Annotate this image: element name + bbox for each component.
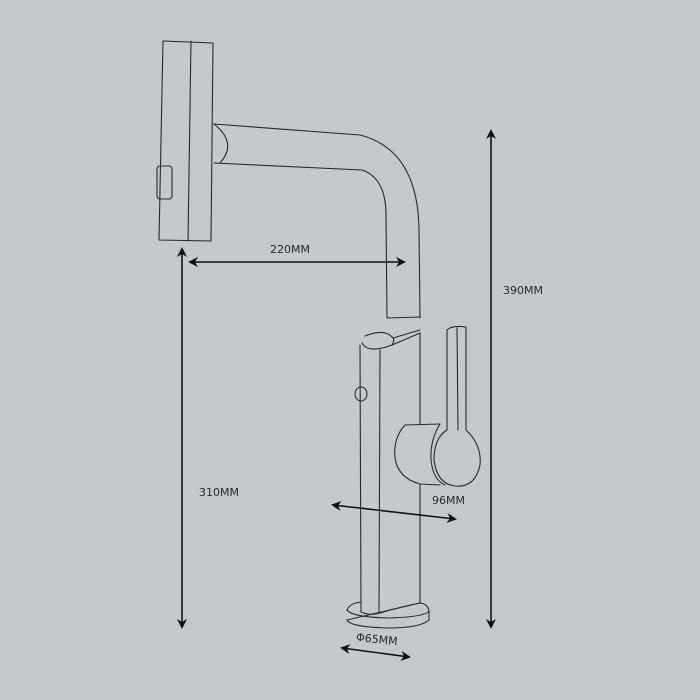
base-diameter-arrow — [340, 644, 411, 661]
spray-head — [156, 40, 214, 242]
knob — [354, 386, 368, 402]
base — [346, 601, 430, 629]
dimension-lines — [177, 129, 496, 661]
spout-height-label: 310MM — [199, 486, 239, 499]
spout-arm — [213, 123, 421, 319]
spray-button — [156, 165, 173, 200]
faucet-body — [354, 329, 421, 614]
handle-depth-arrow — [331, 500, 457, 524]
reach-label: 220MM — [270, 243, 310, 256]
total-height-label: 390MM — [503, 284, 543, 297]
handle — [394, 325, 481, 487]
handle-depth-label: 96MM — [432, 494, 465, 507]
